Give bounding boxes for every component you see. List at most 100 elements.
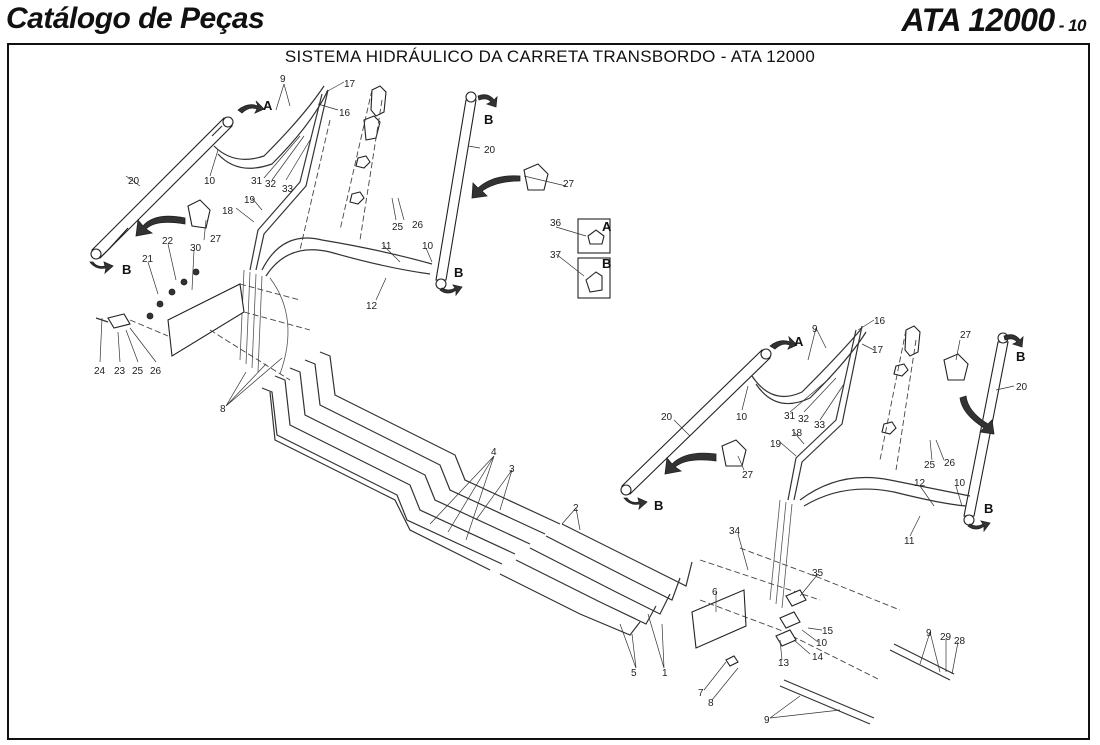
- label-22: 22: [162, 236, 174, 247]
- valve-stack-right: [879, 325, 921, 471]
- diagram-frame: [7, 43, 1090, 740]
- label-31: 31: [251, 176, 263, 187]
- callout-b-mid: B: [454, 265, 463, 280]
- bracket-27-right-upper: [943, 353, 969, 381]
- label-17: 17: [344, 79, 356, 90]
- label-19: 19: [770, 439, 782, 450]
- label-16: 16: [874, 316, 886, 327]
- label-7: 7: [698, 688, 704, 699]
- part-labels: 9 17 16 10 20 31 32 33 19 18 27 20 27 25…: [94, 74, 1028, 726]
- label-36: 36: [550, 218, 562, 229]
- callout-a-left: A: [263, 98, 273, 113]
- callout-b-right-bottom: B: [984, 501, 993, 516]
- model-name: ATA 12000: [901, 2, 1056, 38]
- arrow-a-left: [237, 100, 265, 114]
- page-number: - 10: [1058, 16, 1087, 35]
- label-34: 34: [729, 526, 741, 537]
- label-15: 15: [822, 626, 834, 637]
- label-4: 4: [491, 447, 497, 458]
- label-32: 32: [798, 414, 810, 425]
- rotation-arrow-right-upper: [959, 395, 995, 435]
- label-25: 25: [132, 366, 144, 377]
- callout-b-left: B: [122, 262, 131, 277]
- label-17: 17: [872, 345, 884, 356]
- right-lower-cylinder-20: [620, 348, 772, 496]
- label-25: 25: [924, 460, 936, 471]
- center-cylinder-20: [435, 91, 477, 290]
- label-10: 10: [204, 176, 216, 187]
- left-cylinder-20: [90, 116, 234, 260]
- label-6: 6: [712, 587, 718, 598]
- label-5: 5: [631, 668, 637, 679]
- label-11: 11: [381, 241, 392, 252]
- valve-stack-top: [299, 85, 387, 251]
- label-21: 21: [142, 254, 154, 265]
- label-9: 9: [764, 715, 770, 726]
- label-1: 1: [662, 668, 668, 679]
- label-20: 20: [484, 145, 496, 156]
- label-32: 32: [265, 179, 277, 190]
- label-26: 26: [150, 366, 162, 377]
- arrow-a-right: [769, 335, 798, 350]
- label-18: 18: [222, 206, 234, 217]
- callout-a-right: A: [794, 334, 804, 349]
- label-27: 27: [960, 330, 972, 341]
- label-12: 12: [914, 478, 926, 489]
- label-20: 20: [128, 176, 140, 187]
- diagram-title: SISTEMA HIDRÁULICO DA CARRETA TRANSBORDO…: [284, 47, 816, 66]
- callout-b-right-lower: B: [654, 498, 663, 513]
- long-pipes: [261, 351, 693, 636]
- label-12: 12: [366, 301, 378, 312]
- rotation-arrow-center: [471, 175, 521, 199]
- bracket-27-center: [523, 163, 549, 191]
- leader-lines: [99, 81, 1015, 719]
- detail-letter-a: A: [602, 219, 612, 234]
- label-10: 10: [422, 241, 434, 252]
- label-10: 10: [816, 638, 828, 649]
- label-20: 20: [1016, 382, 1028, 393]
- label-25: 25: [392, 222, 404, 233]
- label-8: 8: [708, 698, 714, 709]
- manifold-block-center: [691, 547, 901, 681]
- manifold-block-left: [95, 268, 311, 381]
- label-27: 27: [210, 234, 222, 245]
- model-header: ATA 12000- 10: [902, 2, 1087, 39]
- hoses-left-top: [213, 85, 433, 375]
- rotation-arrow-left: [135, 215, 186, 237]
- label-13: 13: [778, 658, 790, 669]
- label-27: 27: [742, 470, 754, 481]
- callout-b-top: B: [484, 112, 493, 127]
- label-33: 33: [814, 420, 826, 431]
- detail-letter-b: B: [602, 256, 611, 271]
- hoses-right: [751, 325, 971, 609]
- label-24: 24: [94, 366, 106, 377]
- label-10: 10: [954, 478, 966, 489]
- detail-box-36: A: [577, 218, 612, 254]
- detail-box-37: B: [577, 256, 611, 299]
- label-29: 29: [940, 632, 952, 643]
- callout-b-right-upper: B: [1016, 349, 1025, 364]
- label-27: 27: [563, 179, 575, 190]
- arrow-b-right-top: [1003, 334, 1024, 348]
- catalog-title: Catálogo de Peças: [6, 2, 265, 35]
- label-28: 28: [954, 636, 966, 647]
- label-35: 35: [812, 568, 824, 579]
- label-14: 14: [812, 652, 824, 663]
- arrow-b-right-lower: [623, 497, 648, 511]
- label-30: 30: [190, 243, 202, 254]
- arrow-b-top: [477, 94, 498, 108]
- arrow-b-mid: [439, 284, 463, 297]
- label-18: 18: [791, 428, 803, 439]
- label-20: 20: [661, 412, 673, 423]
- label-26: 26: [944, 458, 956, 469]
- label-19: 19: [244, 195, 256, 206]
- label-9: 9: [280, 74, 286, 85]
- label-2: 2: [573, 503, 579, 514]
- label-37: 37: [550, 250, 562, 261]
- lower-right-fittings: [725, 589, 955, 725]
- label-10: 10: [736, 412, 748, 423]
- rotation-arrow-right: [664, 452, 717, 475]
- label-8: 8: [220, 404, 226, 415]
- label-16: 16: [339, 108, 351, 119]
